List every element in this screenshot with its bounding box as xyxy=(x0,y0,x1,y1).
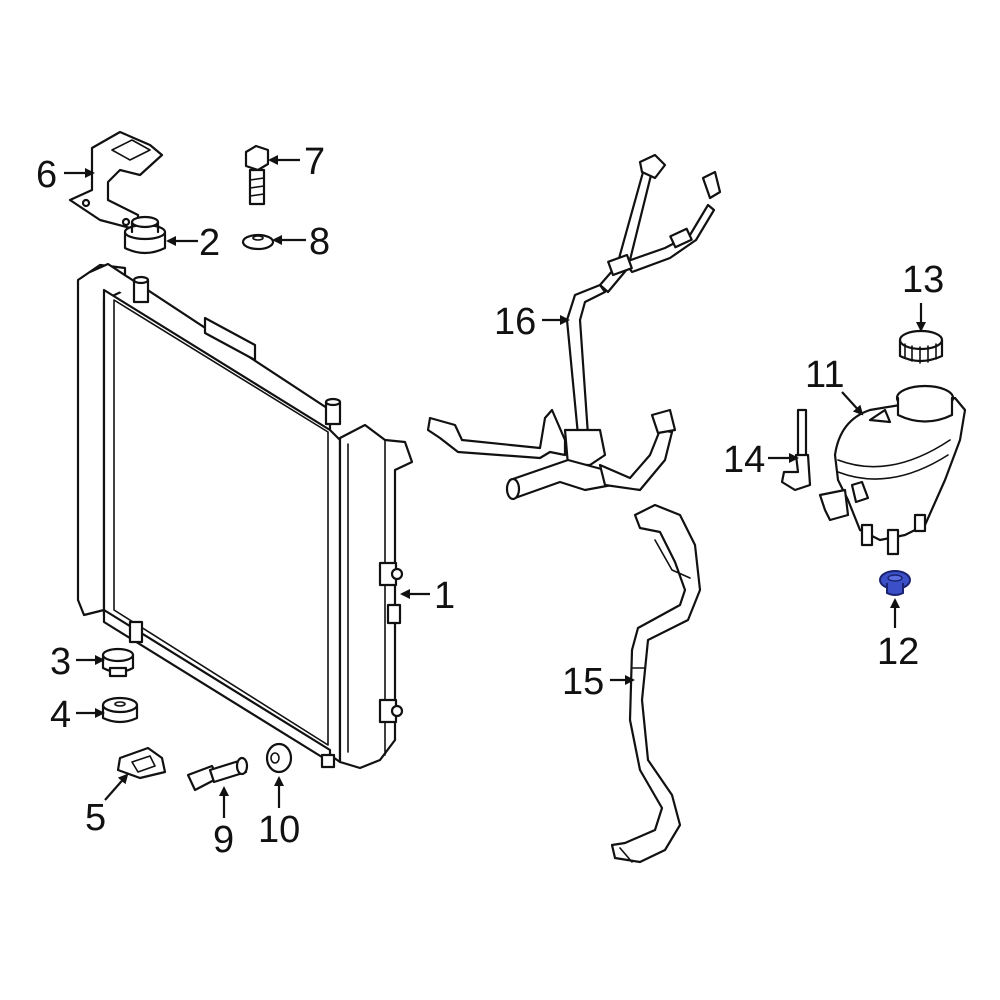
washer-part[interactable] xyxy=(241,233,275,251)
radiator-part[interactable] xyxy=(76,262,414,770)
highlighted-seal-part[interactable] xyxy=(879,570,911,596)
callout-10: 10 xyxy=(258,809,300,851)
callout-14: 14 xyxy=(723,439,765,481)
callout-15: 15 xyxy=(562,661,604,703)
lower-hose-part[interactable] xyxy=(610,503,702,864)
callout-9: 9 xyxy=(213,819,234,861)
callout-13: 13 xyxy=(902,259,944,301)
callout-labels: 1 2 3 4 5 6 7 8 9 10 11 12 13 14 15 16 xyxy=(36,141,944,861)
callout-2: 2 xyxy=(199,222,220,264)
callout-5: 5 xyxy=(85,797,106,839)
callout-1: 1 xyxy=(434,575,455,617)
leader-lines xyxy=(64,155,926,818)
leader-11 xyxy=(841,391,864,416)
leader-5 xyxy=(104,773,129,801)
upper-insulator-part[interactable] xyxy=(123,215,167,255)
grommet-part[interactable] xyxy=(265,742,293,774)
hose-assembly-part[interactable] xyxy=(426,153,722,501)
callout-12: 12 xyxy=(877,631,919,673)
callout-4: 4 xyxy=(50,694,71,736)
callout-16: 16 xyxy=(494,301,536,343)
drain-plug-part[interactable] xyxy=(186,756,249,792)
callout-8: 8 xyxy=(309,221,330,263)
tank-cap-part[interactable] xyxy=(898,329,944,364)
callout-7: 7 xyxy=(304,141,325,183)
clip-part[interactable] xyxy=(116,746,167,780)
callout-6: 6 xyxy=(36,154,57,196)
expansion-tank-part[interactable] xyxy=(818,384,967,556)
lower-mount-part[interactable] xyxy=(101,696,139,724)
lower-insulator-part[interactable] xyxy=(101,647,135,678)
bolt-part[interactable] xyxy=(244,144,270,206)
mounting-bracket-part[interactable] xyxy=(68,130,164,232)
callout-11: 11 xyxy=(805,354,844,396)
level-sensor-part[interactable] xyxy=(780,408,812,492)
callout-3: 3 xyxy=(50,641,71,683)
